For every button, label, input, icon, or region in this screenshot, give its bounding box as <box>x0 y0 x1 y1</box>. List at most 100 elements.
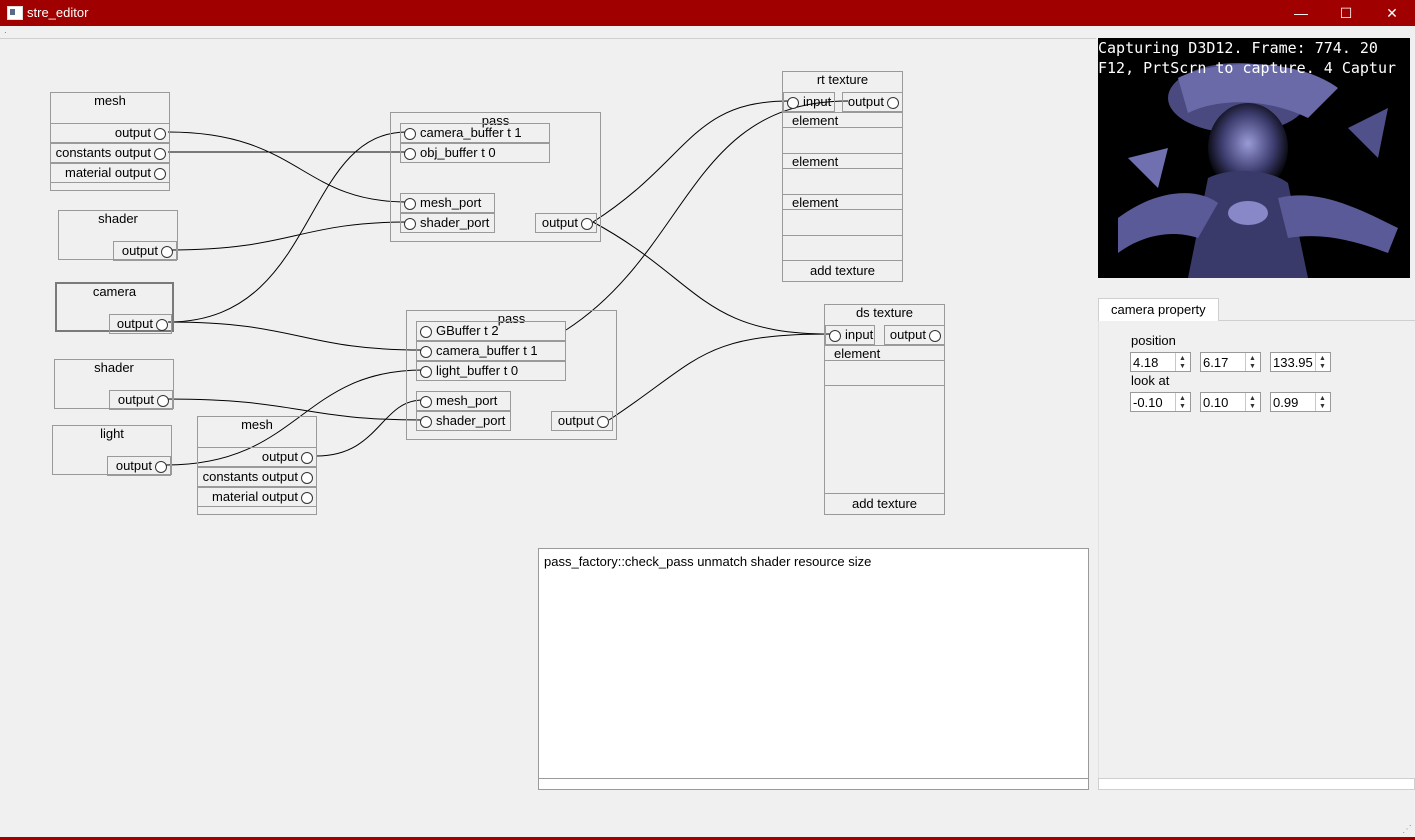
spinbox-arrows[interactable]: ▲▼ <box>1245 393 1260 411</box>
mesh-material-output-row: material output <box>51 163 169 183</box>
rt-texture-node[interactable]: rt texture input output element element … <box>782 71 903 282</box>
spinbox-arrows[interactable]: ▲▼ <box>1315 393 1330 411</box>
tab-camera-property[interactable]: camera property <box>1098 298 1219 321</box>
wire-shader1-to-pass1-shader <box>171 221 408 251</box>
resize-grip-icon[interactable]: ⋰ <box>1402 824 1412 835</box>
input-port[interactable] <box>404 128 416 140</box>
property-scrollbar[interactable] <box>1098 778 1415 790</box>
input-port[interactable] <box>404 148 416 160</box>
spin-down-icon[interactable]: ▼ <box>1319 403 1326 410</box>
output-port[interactable] <box>154 148 166 160</box>
render-preview[interactable]: Capturing D3D12. Frame: 774. 20 F12, Prt… <box>1098 38 1410 278</box>
port-label: shader_port <box>420 215 490 230</box>
lookat-z-spinbox[interactable]: 0.99 ▲▼ <box>1270 392 1331 412</box>
position-z-spinbox[interactable]: 133.95 ▲▼ <box>1270 352 1331 372</box>
rendered-character-image <box>1118 63 1398 278</box>
spinbox-arrows[interactable]: ▲▼ <box>1245 353 1260 371</box>
add-texture-button[interactable]: add texture <box>825 493 944 514</box>
mesh-node[interactable]: mesh output constants output material ou… <box>50 92 170 191</box>
output-port[interactable] <box>887 97 899 109</box>
output-port[interactable] <box>156 319 168 331</box>
node-title: mesh <box>241 417 273 432</box>
spin-up-icon[interactable]: ▲ <box>1249 355 1256 362</box>
texture-element[interactable]: element <box>783 153 902 169</box>
add-texture-button[interactable]: add texture <box>783 260 902 281</box>
shader-node[interactable]: shader output <box>54 359 174 410</box>
spin-down-icon[interactable]: ▼ <box>1249 363 1256 370</box>
output-port[interactable] <box>929 330 941 342</box>
pass-node[interactable]: pass camera_buffer t 1 obj_buffer t 0 me… <box>390 112 601 242</box>
property-tabbar: camera property <box>1098 298 1415 321</box>
texture-input-row: input <box>783 92 835 112</box>
node-title: pass <box>497 311 526 326</box>
title-bar: stre_editor — ☐ ✕ <box>0 0 1415 26</box>
spin-down-icon[interactable]: ▼ <box>1319 363 1326 370</box>
output-port[interactable] <box>154 128 166 140</box>
output-port[interactable] <box>301 492 313 504</box>
input-port[interactable] <box>404 198 416 210</box>
input-port[interactable] <box>420 396 432 408</box>
shader-output-row: output <box>113 241 177 261</box>
position-y-spinbox[interactable]: 6.17 ▲▼ <box>1200 352 1261 372</box>
minimize-button[interactable]: — <box>1294 5 1308 21</box>
input-port[interactable] <box>420 346 432 358</box>
texture-element[interactable]: element <box>783 112 902 128</box>
texture-element[interactable]: element <box>783 194 902 210</box>
texture-element[interactable]: element <box>825 345 944 361</box>
shader-port-row: shader_port <box>400 213 495 233</box>
input-port[interactable] <box>787 97 799 109</box>
input-port[interactable] <box>420 326 432 338</box>
spin-up-icon[interactable]: ▲ <box>1319 395 1326 402</box>
pass-input-row: GBuffer t 2 <box>416 321 566 341</box>
mesh-constants-output-row: constants output <box>198 467 316 487</box>
input-port[interactable] <box>420 416 432 428</box>
spinbox-arrows[interactable]: ▲▼ <box>1175 353 1190 371</box>
node-title: shader <box>94 360 134 375</box>
output-port[interactable] <box>301 452 313 464</box>
console-input[interactable] <box>538 778 1089 790</box>
position-x-spinbox[interactable]: 4.18 ▲▼ <box>1130 352 1191 372</box>
element-divider <box>783 235 902 236</box>
maximize-button[interactable]: ☐ <box>1339 5 1353 21</box>
output-port[interactable] <box>581 218 593 230</box>
menubar-divider <box>0 38 1096 39</box>
spinbox-arrows[interactable]: ▲▼ <box>1175 393 1190 411</box>
light-node[interactable]: light output <box>52 425 172 476</box>
spinbox-arrows[interactable]: ▲▼ <box>1315 353 1330 371</box>
spin-down-icon[interactable]: ▼ <box>1179 363 1186 370</box>
port-label: shader_port <box>436 413 506 428</box>
input-port[interactable] <box>420 366 432 378</box>
camera-node[interactable]: camera output <box>55 282 174 334</box>
output-port[interactable] <box>597 416 609 428</box>
output-port[interactable] <box>157 395 169 407</box>
port-label: output <box>117 392 154 407</box>
input-port[interactable] <box>404 218 416 230</box>
spin-down-icon[interactable]: ▼ <box>1179 403 1186 410</box>
lookat-x-spinbox[interactable]: -0.10 ▲▼ <box>1130 392 1191 412</box>
close-button[interactable]: ✕ <box>1386 5 1398 21</box>
output-port[interactable] <box>154 168 166 180</box>
port-label: output <box>121 243 158 258</box>
spin-up-icon[interactable]: ▲ <box>1179 355 1186 362</box>
lookat-label: look at <box>1131 373 1170 388</box>
pass-node[interactable]: pass GBuffer t 2 camera_buffer t 1 light… <box>406 310 617 440</box>
port-label: camera_buffer t 1 <box>436 343 538 358</box>
lookat-y-spinbox[interactable]: 0.10 ▲▼ <box>1200 392 1261 412</box>
node-title: ds texture <box>855 305 914 320</box>
spin-down-icon[interactable]: ▼ <box>1249 403 1256 410</box>
output-port[interactable] <box>301 472 313 484</box>
port-label: constants output <box>202 469 298 484</box>
output-port[interactable] <box>161 246 173 258</box>
log-console[interactable]: pass_factory::check_pass unmatch shader … <box>538 548 1089 779</box>
shader-node[interactable]: shader output <box>58 210 178 261</box>
mesh-node[interactable]: mesh output constants output material ou… <box>197 416 317 515</box>
spin-up-icon[interactable]: ▲ <box>1249 395 1256 402</box>
spinbox-value: 0.10 <box>1203 395 1229 410</box>
ds-texture-node[interactable]: ds texture input output element add text… <box>824 304 945 515</box>
output-port[interactable] <box>155 461 167 473</box>
input-port[interactable] <box>829 330 841 342</box>
window-title: stre_editor <box>27 5 89 20</box>
spin-up-icon[interactable]: ▲ <box>1319 355 1326 362</box>
port-label: obj_buffer t 0 <box>420 145 496 160</box>
spin-up-icon[interactable]: ▲ <box>1179 395 1186 402</box>
